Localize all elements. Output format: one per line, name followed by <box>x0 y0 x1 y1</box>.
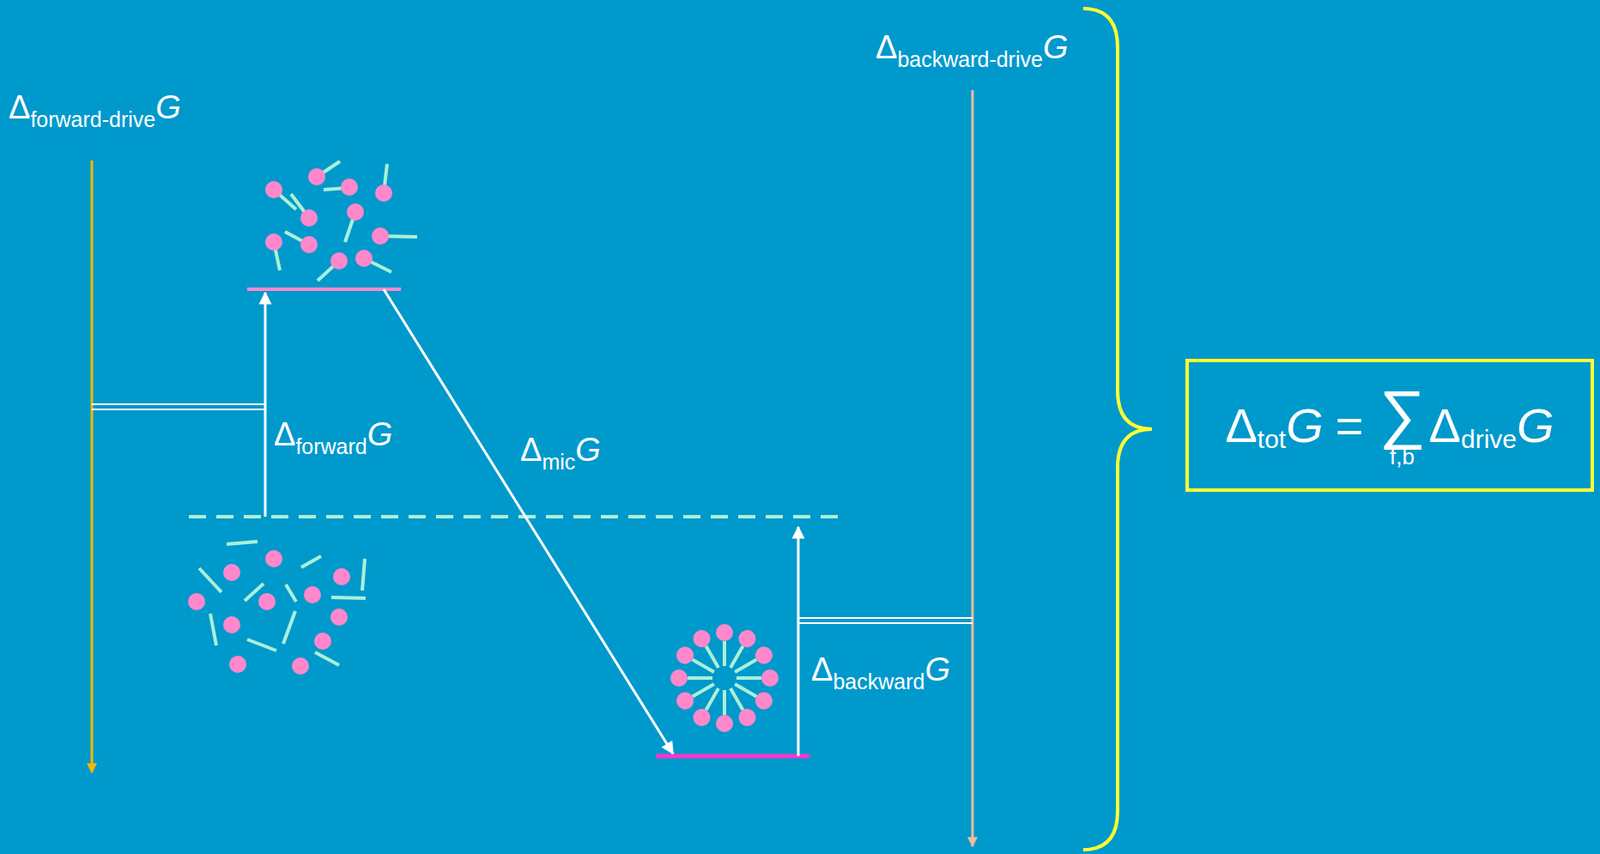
delta-symbol: Δ <box>875 29 897 66</box>
backward-drive-arrow <box>971 90 975 847</box>
unimer-level <box>247 287 401 291</box>
forward-drive-arrow <box>90 160 94 773</box>
backward-arrow <box>797 527 800 757</box>
reference-level <box>188 515 848 519</box>
delta-symbol: Δ <box>811 651 833 688</box>
formula-row: ΔtotG=∑f,bΔdriveG <box>1224 382 1554 467</box>
monomer-cluster <box>187 541 366 675</box>
sum-symbol: ∑ <box>1378 382 1425 445</box>
gibbs-symbol: G <box>1516 401 1555 450</box>
mic-arrow <box>383 289 673 754</box>
delta-symbol: Δ <box>273 416 296 453</box>
delta-symbol: Δ <box>520 431 542 468</box>
subscript-label: backward <box>832 669 925 694</box>
gibbs-symbol: G <box>1285 401 1324 450</box>
sum-column: ∑f,b <box>1378 382 1425 467</box>
subscript-label: forward <box>295 434 367 459</box>
energy-label: Δbackward-driveG <box>875 30 1068 64</box>
gibbs-symbol: G <box>367 416 394 453</box>
gibbs-symbol: G <box>155 89 182 126</box>
energy-label: ΔforwardG <box>273 418 393 451</box>
energy-label: Δforward-driveG <box>8 90 182 124</box>
micelle-level <box>655 754 810 759</box>
subscript-label: drive <box>1460 426 1517 453</box>
delta-symbol: Δ <box>8 89 31 126</box>
gibbs-symbol: G <box>924 651 951 688</box>
unimer-cluster <box>265 161 418 281</box>
formula-box: ΔtotG=∑f,bΔdriveG <box>1185 358 1594 492</box>
delta-symbol: Δ <box>1429 401 1461 450</box>
double-line <box>91 404 973 624</box>
subscript-label: tot <box>1257 426 1286 453</box>
delta-symbol: Δ <box>1224 401 1257 450</box>
subscript-label: mic <box>541 449 576 474</box>
equals-sign: = <box>1335 401 1364 450</box>
subscript-label: forward-drive <box>30 107 156 132</box>
energy-label: ΔbackwardG <box>811 653 951 686</box>
energy-label: ΔmicG <box>520 433 601 467</box>
curly-brace <box>1083 8 1152 850</box>
gibbs-symbol: G <box>1042 29 1069 66</box>
micelle <box>670 624 779 733</box>
gibbs-symbol: G <box>575 431 601 468</box>
subscript-label: backward-drive <box>896 47 1043 72</box>
sum-index: f,b <box>1389 445 1415 468</box>
